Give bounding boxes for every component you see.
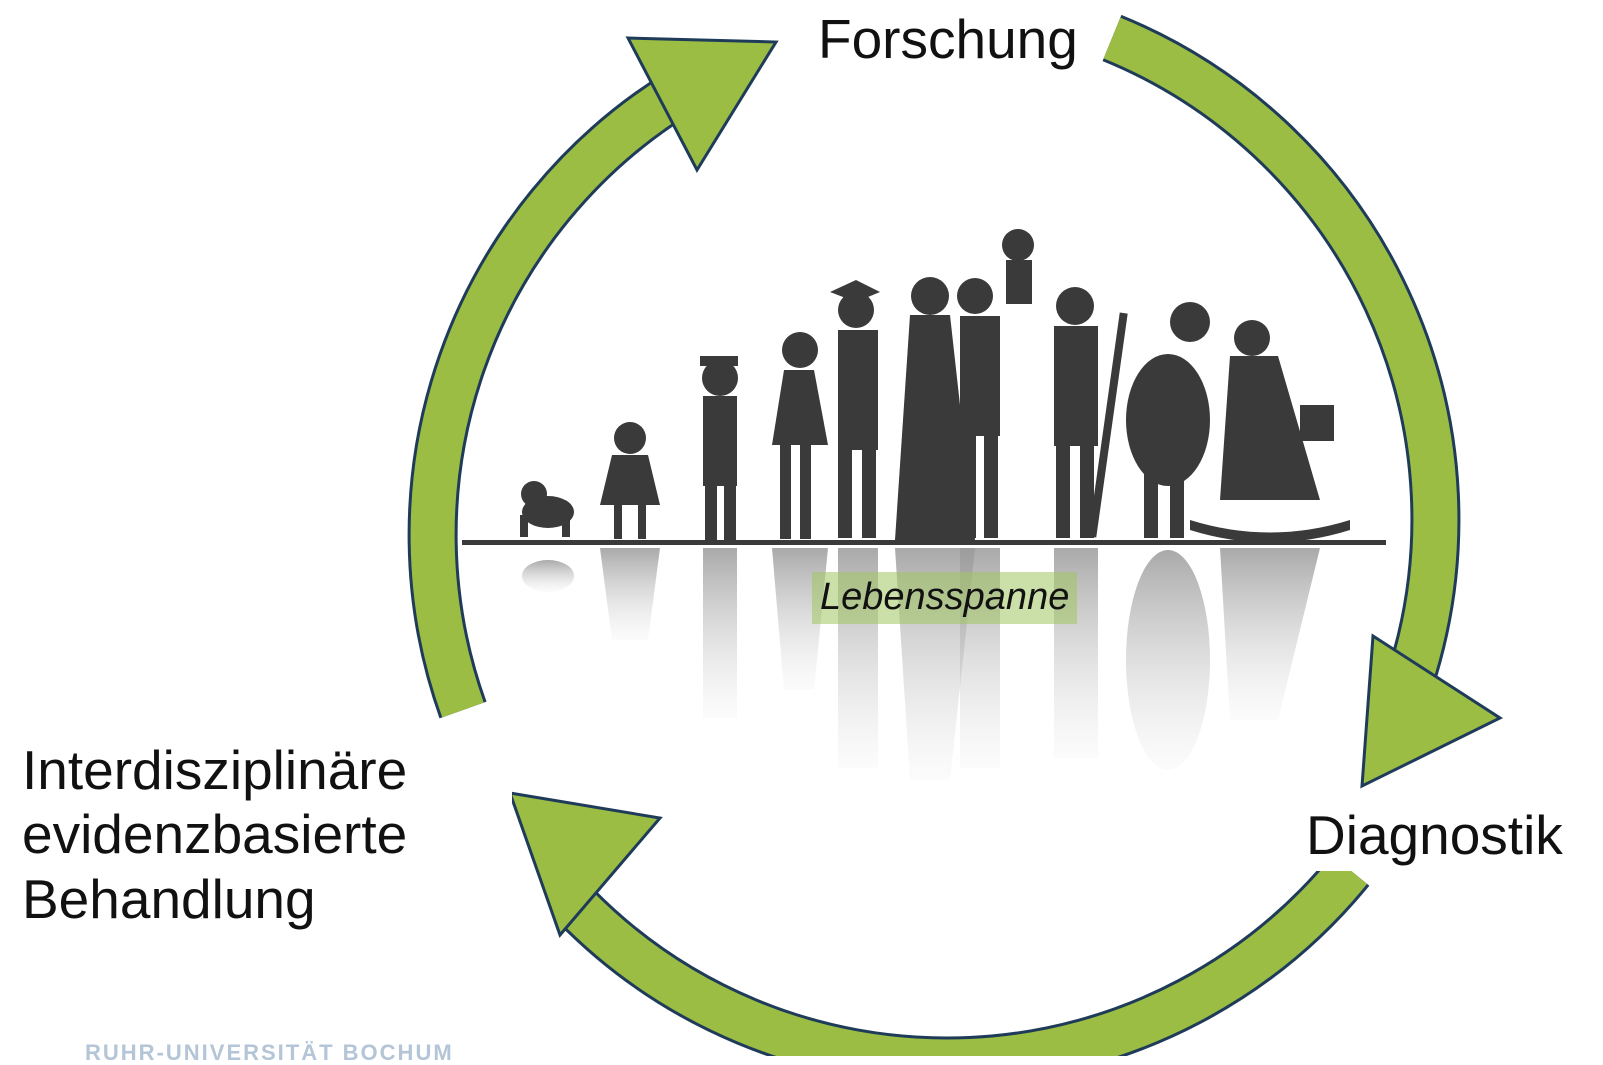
lifespan-caption: Lebensspanne [812,572,1078,624]
arrowhead-research [625,36,779,174]
treatment-line-2: evidenzbasierte [22,803,408,866]
ground-line [462,540,1386,545]
stage-label-research: Forschung [808,10,1088,73]
stage-label-diagnostics: Diagnostik [1298,802,1571,871]
cycle-ring [407,14,1461,1056]
silhouette-reflection [522,548,1320,780]
treatment-line-1: Interdisziplinäre [22,739,408,801]
stage-label-treatment: Interdisziplinäre evidenzbasierte Behand… [20,734,512,940]
treatment-line-3: Behandlung [22,867,316,930]
arrowhead-treatment [507,791,663,938]
lifespan-silhouettes [520,229,1350,543]
arrowhead-diagnostics [1360,633,1504,789]
university-logo: RUHR-UNIVERSITÄT BOCHUM [85,1040,454,1065]
